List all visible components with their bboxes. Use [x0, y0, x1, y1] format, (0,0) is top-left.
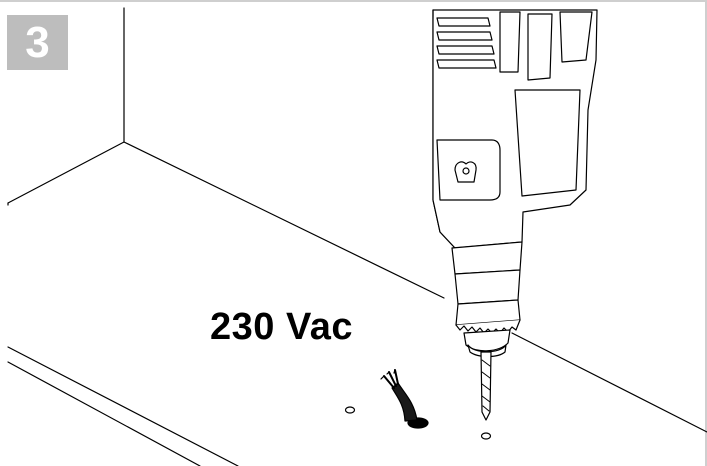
step-number-badge: 3 [7, 15, 68, 70]
wall-lines [7, 7, 445, 299]
drill-icon [432, 9, 598, 421]
voltage-label: 230 Vac [210, 306, 353, 348]
countertop-lines [7, 202, 707, 466]
drill-holes [344, 406, 492, 440]
cable-icon [380, 369, 418, 422]
